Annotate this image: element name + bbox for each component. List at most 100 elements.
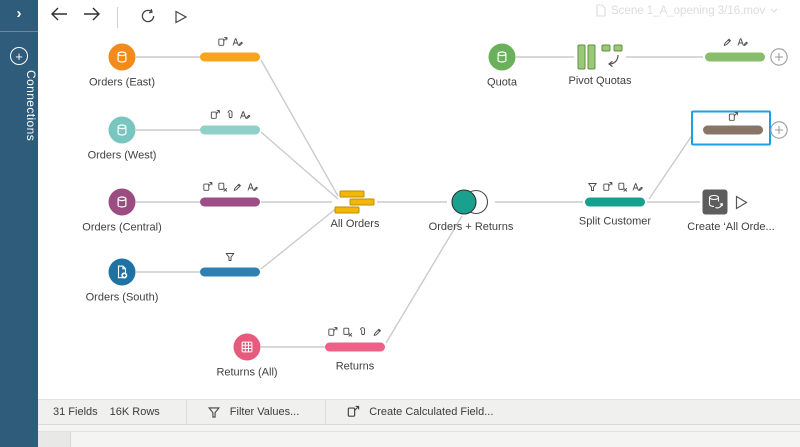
play-icon [175, 10, 188, 24]
step-status-toolbar: 31 Fields 16K Rows Filter Values... Crea… [38, 399, 800, 425]
create-calculated-field-button[interactable]: Create Calculated Field... [336, 400, 503, 425]
input-node-circle [488, 43, 516, 71]
node-output-branch[interactable] [691, 110, 771, 146]
sidebar-expand-icon[interactable]: › [16, 5, 22, 22]
join-icon [451, 189, 489, 215]
clean-step-bar [200, 197, 260, 207]
top-toolbar: Scene 1_A_opening 3/16.mov [38, 0, 800, 36]
db-icon [117, 196, 127, 208]
node-pivot-quotas[interactable]: Pivot Quotas [569, 43, 631, 87]
undo-button[interactable] [48, 4, 71, 28]
remove-field-icon [618, 182, 628, 192]
clip-icon [360, 327, 365, 336]
sidebar-divider [0, 31, 38, 32]
db-icon [117, 51, 127, 63]
node-clean-quota[interactable] [705, 38, 765, 62]
selection-outline [691, 110, 771, 146]
filter-values-button[interactable]: Filter Values... [197, 400, 310, 425]
node-orders-south[interactable]: Orders (South) [86, 258, 158, 304]
rename-icon [232, 38, 243, 46]
calc-field-icon [728, 112, 738, 121]
add-connection-button[interactable]: + [10, 47, 28, 65]
node-label: Orders (Central) [82, 221, 162, 234]
node-label: Create ‘All Orde... [687, 221, 775, 233]
node-returns-all[interactable]: Returns (All) [216, 333, 278, 379]
calc-field-icon [203, 182, 213, 191]
node-label: All Orders [330, 218, 380, 230]
change-badges [728, 112, 739, 123]
clean-step-bar [200, 125, 260, 135]
add-step-icon [770, 121, 788, 139]
edit-icon [373, 328, 381, 336]
calc-field-icon [210, 110, 220, 119]
clean-step-bar [325, 342, 385, 352]
change-badges [217, 37, 243, 48]
forward-arrow-icon [84, 7, 100, 21]
clean-step-bar [705, 52, 765, 62]
rename-icon [247, 183, 258, 191]
union-icon [334, 190, 375, 214]
input-node-circle [108, 188, 136, 216]
change-badges [587, 182, 643, 193]
node-orders-returns[interactable]: Orders + Returns [429, 187, 513, 233]
refresh-button[interactable] [138, 6, 158, 30]
run-flow-button[interactable] [172, 7, 190, 30]
node-label: Orders (South) [85, 291, 159, 304]
rename-icon [240, 111, 251, 119]
input-node-circle [233, 333, 261, 361]
calc-field-icon [603, 182, 613, 191]
back-arrow-icon [51, 7, 67, 21]
node-add-after-branch[interactable] [770, 121, 789, 140]
node-clean-south[interactable] [200, 253, 260, 277]
file-plus-icon [117, 265, 128, 279]
profile-grid-panel [38, 424, 800, 447]
node-quota[interactable]: Quota [487, 43, 517, 89]
node-label: Pivot Quotas [568, 75, 632, 87]
change-badges [225, 252, 236, 263]
node-orders-east[interactable]: Orders (East) [89, 43, 155, 89]
node-clean-returns[interactable]: Returns [325, 327, 385, 373]
grid-corner-cell [38, 432, 71, 447]
node-orders-central[interactable]: Orders (Central) [82, 188, 162, 234]
row-count: 16K Rows [109, 406, 160, 418]
node-clean-east[interactable] [200, 37, 260, 62]
node-clean-west[interactable] [200, 110, 260, 135]
redo-button[interactable] [80, 4, 103, 28]
node-create-output[interactable]: Create ‘All Orde... [687, 189, 775, 233]
input-node-circle [108, 43, 136, 71]
node-split-customer[interactable]: Split Customer [579, 182, 651, 228]
change-badges [202, 182, 258, 193]
connections-panel-label: Connections [24, 70, 38, 142]
play-outline-icon [735, 195, 748, 210]
rename-icon [632, 183, 643, 191]
add-step-icon [770, 48, 788, 66]
filter-icon [225, 253, 235, 261]
grid-header-divider [38, 431, 800, 432]
node-orders-west[interactable]: Orders (West) [88, 116, 156, 162]
statusbar-divider [185, 399, 187, 425]
create-calculated-field-label: Create Calculated Field... [369, 406, 494, 418]
toolbar-divider [117, 7, 118, 28]
node-all-orders[interactable]: All Orders [331, 190, 379, 230]
node-label: Returns [335, 360, 375, 373]
remove-field-icon [343, 327, 353, 337]
node-clean-central[interactable] [200, 182, 260, 207]
node-add-after-quota[interactable] [770, 48, 789, 67]
node-label: Quota [487, 76, 517, 89]
pivot-icon [577, 44, 623, 70]
clean-step-bar [200, 52, 260, 62]
node-label: Returns (All) [216, 366, 278, 379]
clip-icon [227, 110, 233, 119]
calc-field-icon [218, 37, 228, 46]
document-title-text: Scene 1_A_opening 3/16.mov [611, 4, 766, 17]
remove-field-icon [218, 182, 228, 192]
run-output-button[interactable] [735, 195, 748, 215]
chevron-down-icon [770, 8, 778, 13]
rename-icon [737, 38, 748, 46]
table-icon [241, 341, 253, 353]
node-label: Orders (West) [87, 149, 157, 162]
node-label: Orders + Returns [428, 221, 514, 233]
connections-sidebar: › + Connections [0, 0, 38, 447]
clean-step-bar [703, 125, 763, 135]
